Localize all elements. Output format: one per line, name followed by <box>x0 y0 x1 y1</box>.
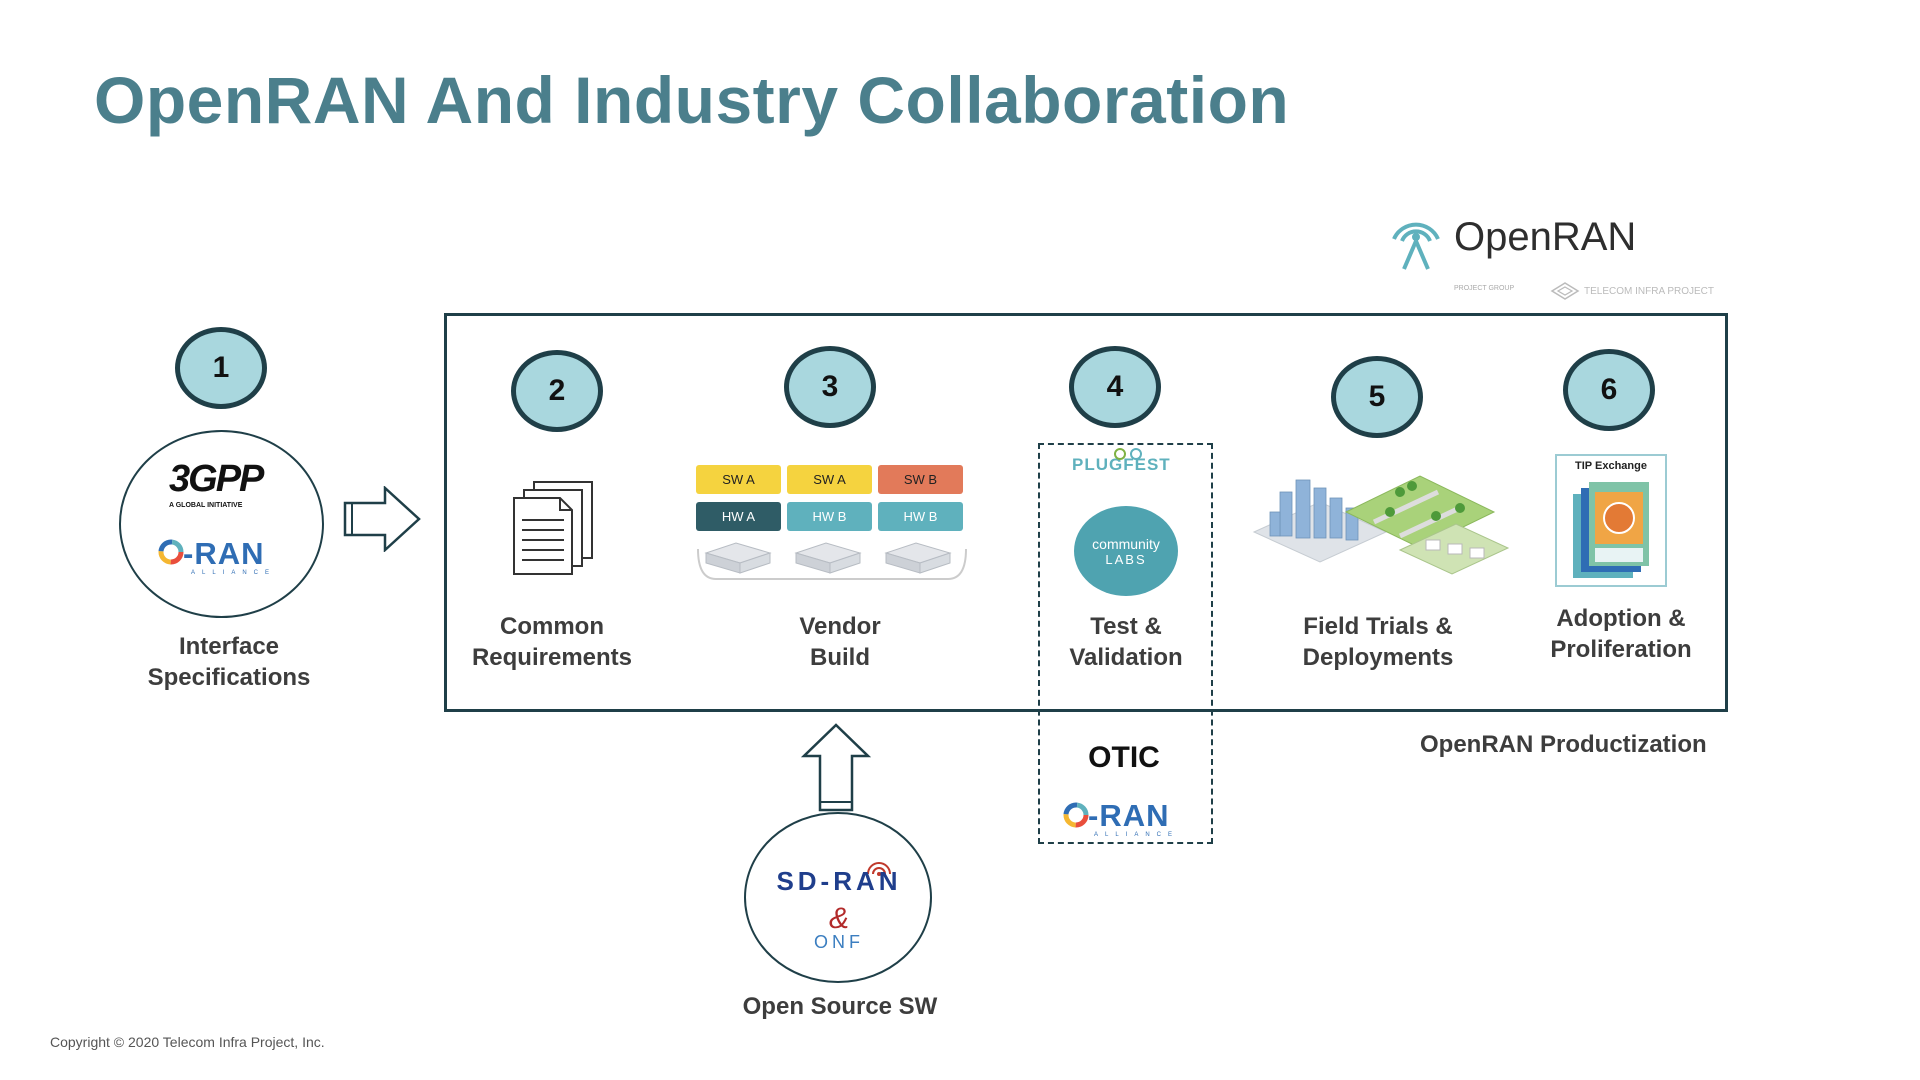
openran-logo-subtitle-right: TELECOM INFRA PROJECT <box>1584 286 1715 297</box>
vendor-build-stack: SW A SW A SW B HW A HW B HW B <box>696 465 968 595</box>
signal-icon <box>867 862 891 876</box>
step-1-label-line1: Interface <box>178 633 280 660</box>
tip-exchange-poster: TIP Exchange <box>1555 454 1667 587</box>
productization-label: OpenRAN Productization <box>1420 731 1707 758</box>
antenna-icon <box>1392 222 1440 270</box>
step-6-number: 6 <box>1563 349 1655 431</box>
step-6-label: Adoption & Proliferation <box>1516 603 1726 665</box>
step-5-label-line1: Field Trials & <box>1303 613 1453 640</box>
chip-hw-3: HW B <box>878 502 963 531</box>
step-4-label-line2: Validation <box>1069 644 1183 671</box>
tip-diamond-icon <box>1550 282 1580 300</box>
step-1-number: 1 <box>175 327 267 409</box>
plugfest-logo: PLUGFEST <box>1072 455 1171 474</box>
otic-label: OTIC <box>1088 741 1160 774</box>
step-1-label-line2: Specifications <box>147 664 311 691</box>
chip-sw-2: SW A <box>787 465 872 494</box>
arrow-up-icon <box>801 723 871 812</box>
tip-exchange-title: TIP Exchange <box>1575 460 1647 472</box>
step-4-label-line1: Test & <box>1090 613 1162 640</box>
productization-frame <box>444 313 1728 712</box>
oran-logo-text: -RAN <box>183 536 265 571</box>
step-2-label-line2: Requirements <box>471 644 633 671</box>
step-6-label-line1: Adoption & <box>1556 605 1686 632</box>
plugfest-gear-icon <box>1114 448 1142 460</box>
step-2-label-line1: Common <box>500 613 604 640</box>
step-6-label-line2: Proliferation <box>1550 636 1692 663</box>
threegpp-logo: 3GPP <box>169 458 264 500</box>
chip-hw-2: HW B <box>787 502 872 531</box>
arrow-right-icon <box>343 486 421 552</box>
chip-sw-3: SW B <box>878 465 963 494</box>
step-2-label: Common Requirements <box>452 611 652 673</box>
spec-logos-circle: 3GPP A GLOBAL INITIATIVE -RAN ALLIANCE <box>119 430 324 618</box>
tip-exchange-book-icon <box>1573 482 1649 578</box>
step-2-number: 2 <box>511 350 603 432</box>
onf-logo: ONF <box>814 932 864 952</box>
step-3-label: Vendor Build <box>740 611 940 673</box>
step-3-label-line1: Vendor <box>799 613 881 640</box>
step-3-number: 3 <box>784 346 876 428</box>
step-1-label: Interface Specifications <box>120 631 338 693</box>
page-title: OpenRAN And Industry Collaboration <box>94 63 1290 137</box>
copyright-text: Copyright © 2020 Telecom Infra Project, … <box>50 1034 325 1050</box>
sdran-logo: SD-RAN <box>776 866 902 896</box>
community-labs-logo: community LABS <box>1074 506 1178 596</box>
step-3-label-line2: Build <box>810 644 870 671</box>
oran-ring-icon <box>158 539 184 565</box>
openran-logo-text: OpenRAN <box>1454 215 1637 259</box>
amp-logo: & <box>828 902 849 935</box>
open-source-label: Open Source SW <box>742 993 938 1020</box>
oran-logo-text-2: -RAN <box>1088 798 1170 833</box>
chip-sw-1: SW A <box>696 465 781 494</box>
threegpp-tag: A GLOBAL INITIATIVE <box>169 502 243 509</box>
openran-logo-subtitle-left: PROJECT GROUP <box>1454 285 1515 292</box>
open-source-circle: SD-RAN & ONF <box>744 812 932 983</box>
city-deployment-icon <box>1252 475 1510 575</box>
openran-logo: OpenRAN PROJECT GROUP TELECOM INFRA PROJ… <box>1384 203 1724 303</box>
step-4-label: Test & Validation <box>1031 611 1221 673</box>
step-5-number: 5 <box>1331 356 1423 438</box>
community-labs-text: community <box>1092 536 1160 552</box>
community-labs-sub: LABS <box>1105 552 1147 567</box>
chip-hw-1: HW A <box>696 502 781 531</box>
step-4-number: 4 <box>1069 346 1161 428</box>
oran-logo-sub-2: ALLIANCE <box>1094 832 1180 838</box>
test-validation-box <box>1038 443 1213 844</box>
document-icon <box>513 481 593 575</box>
step-5-label-line2: Deployments <box>1302 644 1454 671</box>
oran-logo-sub: ALLIANCE <box>191 570 277 576</box>
oran-ring-icon-2 <box>1063 802 1089 828</box>
step-5-label: Field Trials & Deployments <box>1273 611 1483 673</box>
server-hardware-icon <box>697 542 967 580</box>
